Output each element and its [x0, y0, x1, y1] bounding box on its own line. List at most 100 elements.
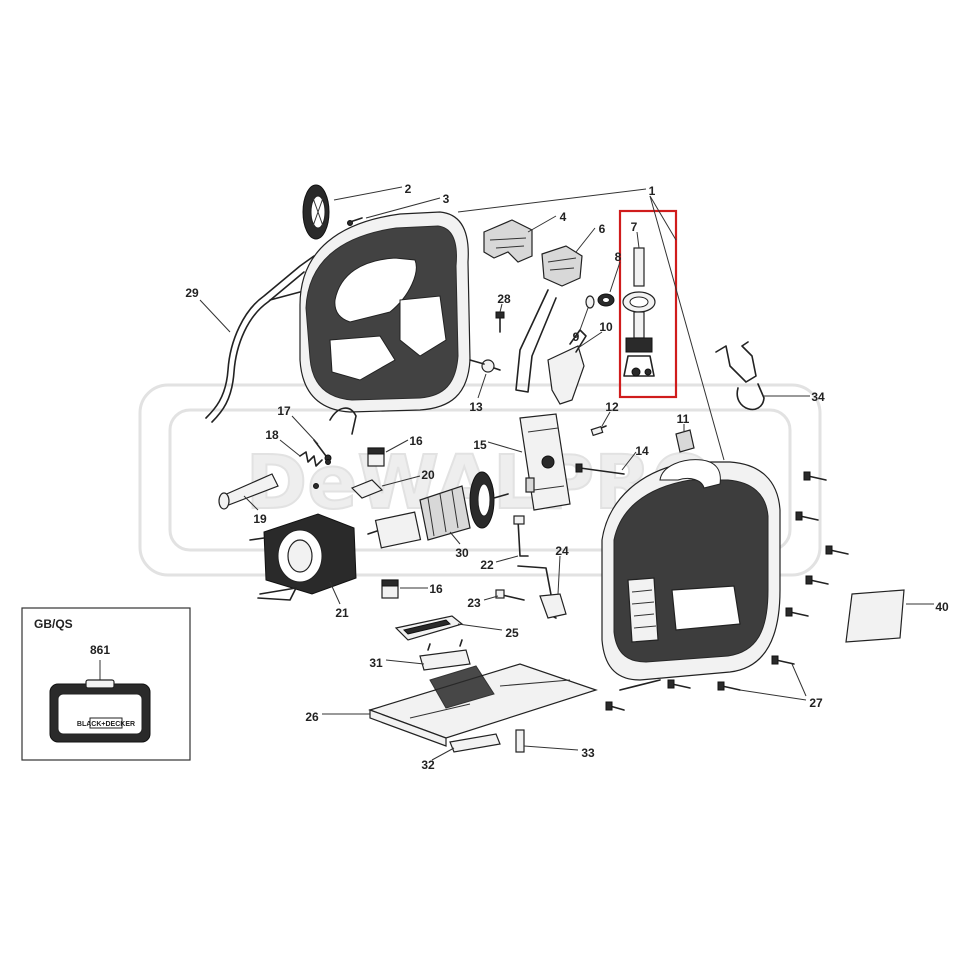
part-19-cord-guard — [218, 473, 279, 510]
leader-line-p19-0 — [243, 495, 259, 511]
leader-line-p32-0 — [431, 747, 455, 761]
part-label-p20: 20 — [421, 468, 435, 482]
leader-line-p27-0 — [791, 663, 807, 697]
part-label-p22: 22 — [480, 558, 494, 572]
part-3-pin — [347, 217, 363, 226]
accessory-inset: GB/QS 861 BLACK+DECKER — [21, 607, 191, 761]
leader-line-p10-0 — [577, 331, 603, 349]
part-10-lever-assembly — [515, 289, 587, 405]
part-label-p25: 25 — [505, 626, 519, 640]
part-11-clip — [675, 429, 695, 453]
leader-line-p28-0 — [499, 303, 503, 313]
part-label-p21: 21 — [335, 606, 349, 620]
part-15-gear-plate — [519, 413, 571, 511]
leader-line-p16a-0 — [385, 439, 409, 453]
highlight-box — [618, 209, 678, 399]
part-27-screws — [605, 471, 849, 711]
part-label-p10: 10 — [599, 320, 613, 334]
leader-line-p13-0 — [477, 373, 487, 399]
leader-line-p30-0 — [449, 531, 461, 545]
part-label-p18: 18 — [265, 428, 279, 442]
part-label-p34: 34 — [811, 390, 825, 404]
part-label-p16a: 16 — [409, 434, 423, 448]
part-31-bracket — [419, 639, 471, 671]
leader-line-p15-0 — [487, 441, 523, 453]
part-label-p6: 6 — [599, 222, 606, 236]
part-label-p3: 3 — [443, 192, 450, 206]
part-30-armature — [367, 471, 509, 549]
part-18-spring — [299, 451, 331, 489]
part-label-p19: 19 — [253, 512, 267, 526]
part-16-brush-bottom — [381, 579, 399, 599]
part-label-p2: 2 — [405, 182, 412, 196]
part-label-p27: 27 — [809, 696, 823, 710]
leader-line-p3-0 — [365, 197, 441, 219]
leader-line-p12-0 — [601, 411, 611, 427]
part-23-pin — [495, 589, 525, 601]
part-25-plate — [394, 615, 464, 641]
leader-line-p33-0 — [523, 745, 579, 751]
leader-line-p7-0 — [636, 231, 640, 249]
part-26-base-shoe — [368, 663, 598, 747]
part-label-p30: 30 — [455, 546, 469, 560]
leader-line-p22-0 — [495, 555, 519, 563]
part-label-p8: 8 — [615, 250, 622, 264]
part-20-brush-holder — [350, 479, 384, 499]
leader-line-p25-0 — [457, 623, 503, 631]
part-label-p12: 12 — [605, 400, 619, 414]
part-40-label-plate — [845, 589, 905, 643]
leader-line-p20-0 — [381, 475, 421, 487]
part-label-p40: 40 — [935, 600, 949, 614]
part-6-speed-switch — [541, 245, 583, 287]
leader-line-p23-0 — [483, 595, 499, 601]
part-21-stator — [249, 513, 357, 601]
part-9-pin — [585, 295, 595, 309]
leader-line-p2-0 — [333, 186, 403, 201]
leader-line-p27-1 — [739, 689, 807, 701]
part-32-clamp — [449, 733, 501, 753]
part-label-p24: 24 — [555, 544, 569, 558]
part-24-blade-guide — [517, 565, 567, 619]
leader-line-p1-0 — [457, 188, 647, 213]
leader-line-p18-0 — [279, 439, 301, 457]
part-7-plunger-assembly — [622, 247, 656, 377]
part-label-p7: 7 — [631, 220, 638, 234]
part-22-roller-bracket — [513, 515, 529, 557]
part-label-p14: 14 — [635, 444, 649, 458]
leader-line-p31-0 — [385, 659, 425, 665]
part-29-cable — [205, 255, 315, 423]
part-1-housing-half — [299, 211, 471, 435]
part-label-p15: 15 — [473, 438, 487, 452]
leader-line-p9-0 — [579, 307, 589, 331]
leader-line-p29-0 — [199, 299, 231, 333]
part-label-p11: 11 — [677, 412, 690, 426]
inset-title: GB/QS — [34, 617, 73, 631]
leader-line-p1-2 — [649, 195, 725, 461]
inset-case-label: 861 — [90, 643, 110, 657]
case-logo: BLACK+DECKER — [77, 721, 135, 728]
part-label-p26: 26 — [305, 710, 319, 724]
carry-case: BLACK+DECKER — [49, 679, 151, 743]
part-label-p13: 13 — [469, 400, 483, 414]
leader-lines — [199, 186, 934, 761]
leader-line-p6-0 — [575, 227, 596, 253]
leader-line-p24-0 — [557, 555, 561, 595]
part-label-p28: 28 — [497, 292, 511, 306]
part-34-wire-clip — [715, 341, 765, 411]
part-label-p23: 23 — [467, 596, 481, 610]
leader-line-p21-0 — [329, 581, 341, 605]
leader-line-p1-1 — [649, 195, 677, 241]
part-label-p33: 33 — [581, 746, 595, 760]
part-label-p32: 32 — [421, 758, 435, 772]
part-4-switch — [483, 219, 533, 263]
leader-line-p8-0 — [609, 261, 621, 293]
part-label-p1: 1 — [649, 184, 656, 198]
part-label-p9: 9 — [573, 330, 580, 344]
part-label-p16b: 16 — [429, 582, 443, 596]
part-33-pin — [515, 729, 525, 753]
part-label-p31: 31 — [369, 656, 383, 670]
part-label-p17: 17 — [277, 404, 291, 418]
part-14-screw — [575, 463, 625, 475]
leader-line-p4-0 — [527, 215, 557, 233]
